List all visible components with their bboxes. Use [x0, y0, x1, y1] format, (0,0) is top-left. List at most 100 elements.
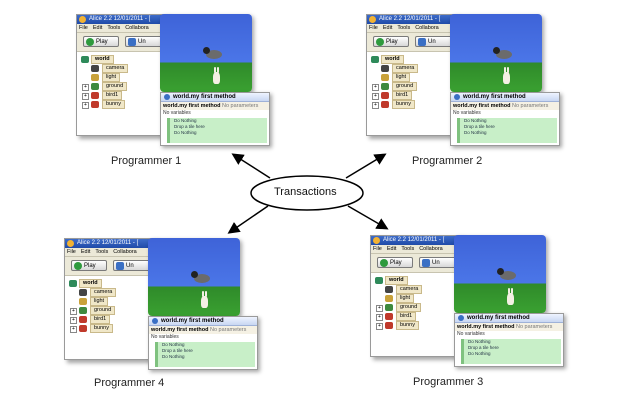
tree-node[interactable]: +ground	[82, 82, 165, 91]
tree-node[interactable]: +ground	[376, 303, 459, 312]
tree-node[interactable]: +bird1	[70, 315, 153, 324]
tree-node-world[interactable]: world	[375, 276, 459, 285]
tree-node[interactable]: +bunny	[70, 324, 153, 333]
method-row[interactable]: Drop a tile here	[174, 124, 205, 129]
expand-icon[interactable]: +	[70, 326, 77, 333]
window-titlebar: Alice 2.2 12/01/2011 - [	[371, 236, 461, 245]
menu-edit[interactable]: Edit	[92, 25, 103, 31]
expand-icon[interactable]: +	[376, 323, 383, 330]
tree-node[interactable]: camera	[79, 288, 153, 297]
method-row[interactable]: Do Nothing	[174, 130, 197, 135]
tree-node-world[interactable]: world	[371, 55, 455, 64]
arrow-to-programmer-4	[227, 205, 269, 234]
toolbar: Play Un	[65, 257, 155, 276]
expand-icon[interactable]: +	[70, 317, 77, 324]
undo-button[interactable]: Un	[113, 260, 153, 271]
play-icon	[86, 38, 94, 46]
expand-icon[interactable]: +	[70, 308, 77, 315]
menu-tools[interactable]: Tools	[95, 249, 109, 255]
menu-file[interactable]: File	[79, 25, 88, 31]
method-row[interactable]: Drop a tile here	[162, 348, 193, 353]
editor-tab[interactable]: world.my first method	[161, 93, 269, 102]
method-row[interactable]: Drop a tile here	[468, 345, 499, 350]
bird-figure	[497, 268, 516, 280]
editor-header: world.my first method No parameters	[451, 102, 559, 110]
method-icon	[152, 318, 158, 324]
menu-edit[interactable]: Edit	[80, 249, 91, 255]
play-button[interactable]: Play	[373, 36, 409, 47]
method-row[interactable]: Do Nothing	[464, 130, 487, 135]
play-button[interactable]: Play	[377, 257, 413, 268]
expand-icon[interactable]: +	[82, 102, 89, 109]
expand-icon[interactable]: +	[372, 84, 379, 91]
expand-icon[interactable]: +	[82, 84, 89, 91]
menu-tools[interactable]: Tools	[107, 25, 121, 31]
transactions-ellipse	[250, 175, 364, 211]
tree-node[interactable]: light	[91, 73, 165, 82]
tree-node[interactable]: +bird1	[376, 312, 459, 321]
tree-node[interactable]: +bird1	[82, 91, 165, 100]
play-icon	[380, 259, 388, 267]
editor-header: world.my first method No parameters	[149, 326, 257, 334]
menu-edit[interactable]: Edit	[386, 246, 397, 252]
tree-node[interactable]: light	[385, 294, 459, 303]
tree-node[interactable]: light	[79, 297, 153, 306]
object-icon	[385, 304, 393, 311]
tree-node[interactable]: +bird1	[372, 91, 455, 100]
undo-button[interactable]: Un	[125, 36, 165, 47]
method-row[interactable]: Do Nothing	[174, 118, 197, 123]
method-row[interactable]: Do Nothing	[162, 354, 185, 359]
method-row[interactable]: Do Nothing	[468, 339, 491, 344]
world-icon	[371, 56, 379, 63]
arrow-to-programmer-2	[345, 153, 387, 179]
expand-icon[interactable]: +	[376, 314, 383, 321]
tree-node[interactable]: +bunny	[376, 321, 459, 330]
method-row[interactable]: Do Nothing	[464, 118, 487, 123]
editor-tab[interactable]: world.my first method	[149, 317, 257, 326]
tree-node[interactable]: camera	[381, 64, 455, 73]
menu-bar: File Edit Tools Collabora	[371, 245, 461, 254]
menu-file[interactable]: File	[373, 246, 382, 252]
undo-button[interactable]: Un	[419, 257, 459, 268]
method-row[interactable]: Do Nothing	[468, 351, 491, 356]
tree-node[interactable]: camera	[91, 64, 165, 73]
menu-tools[interactable]: Tools	[397, 25, 411, 31]
tree-node[interactable]: light	[381, 73, 455, 82]
editor-variables: No variables	[161, 110, 269, 117]
menu-bar: File Edit Tools Collabora	[77, 24, 167, 33]
menu-file[interactable]: File	[67, 249, 76, 255]
method-row[interactable]: Drop a tile here	[464, 124, 495, 129]
menu-tools[interactable]: Tools	[401, 246, 415, 252]
tree-node[interactable]: +bunny	[82, 100, 165, 109]
expand-icon[interactable]: +	[376, 305, 383, 312]
menu-collaborate[interactable]: Collabora	[419, 246, 443, 252]
tree-node[interactable]: +ground	[70, 306, 153, 315]
tree-node[interactable]: +ground	[372, 82, 455, 91]
tree-node[interactable]: +bunny	[372, 100, 455, 109]
expand-icon[interactable]: +	[372, 102, 379, 109]
menu-collaborate[interactable]: Collabora	[113, 249, 137, 255]
menu-collaborate[interactable]: Collabora	[415, 25, 439, 31]
undo-button[interactable]: Un	[415, 36, 455, 47]
editor-tab[interactable]: world.my first method	[451, 93, 559, 102]
tree-node[interactable]: camera	[385, 285, 459, 294]
method-row[interactable]: Do Nothing	[162, 342, 185, 347]
undo-icon	[116, 262, 124, 270]
editor-tab[interactable]: world.my first method	[455, 314, 563, 323]
expand-icon[interactable]: +	[82, 93, 89, 100]
menu-file[interactable]: File	[369, 25, 378, 31]
play-button[interactable]: Play	[71, 260, 107, 271]
tree-node-world[interactable]: world	[69, 279, 153, 288]
tree-node-world[interactable]: world	[81, 55, 165, 64]
menu-edit[interactable]: Edit	[382, 25, 393, 31]
play-button[interactable]: Play	[83, 36, 119, 47]
menu-collaborate[interactable]: Collabora	[125, 25, 149, 31]
expand-icon[interactable]: +	[372, 93, 379, 100]
